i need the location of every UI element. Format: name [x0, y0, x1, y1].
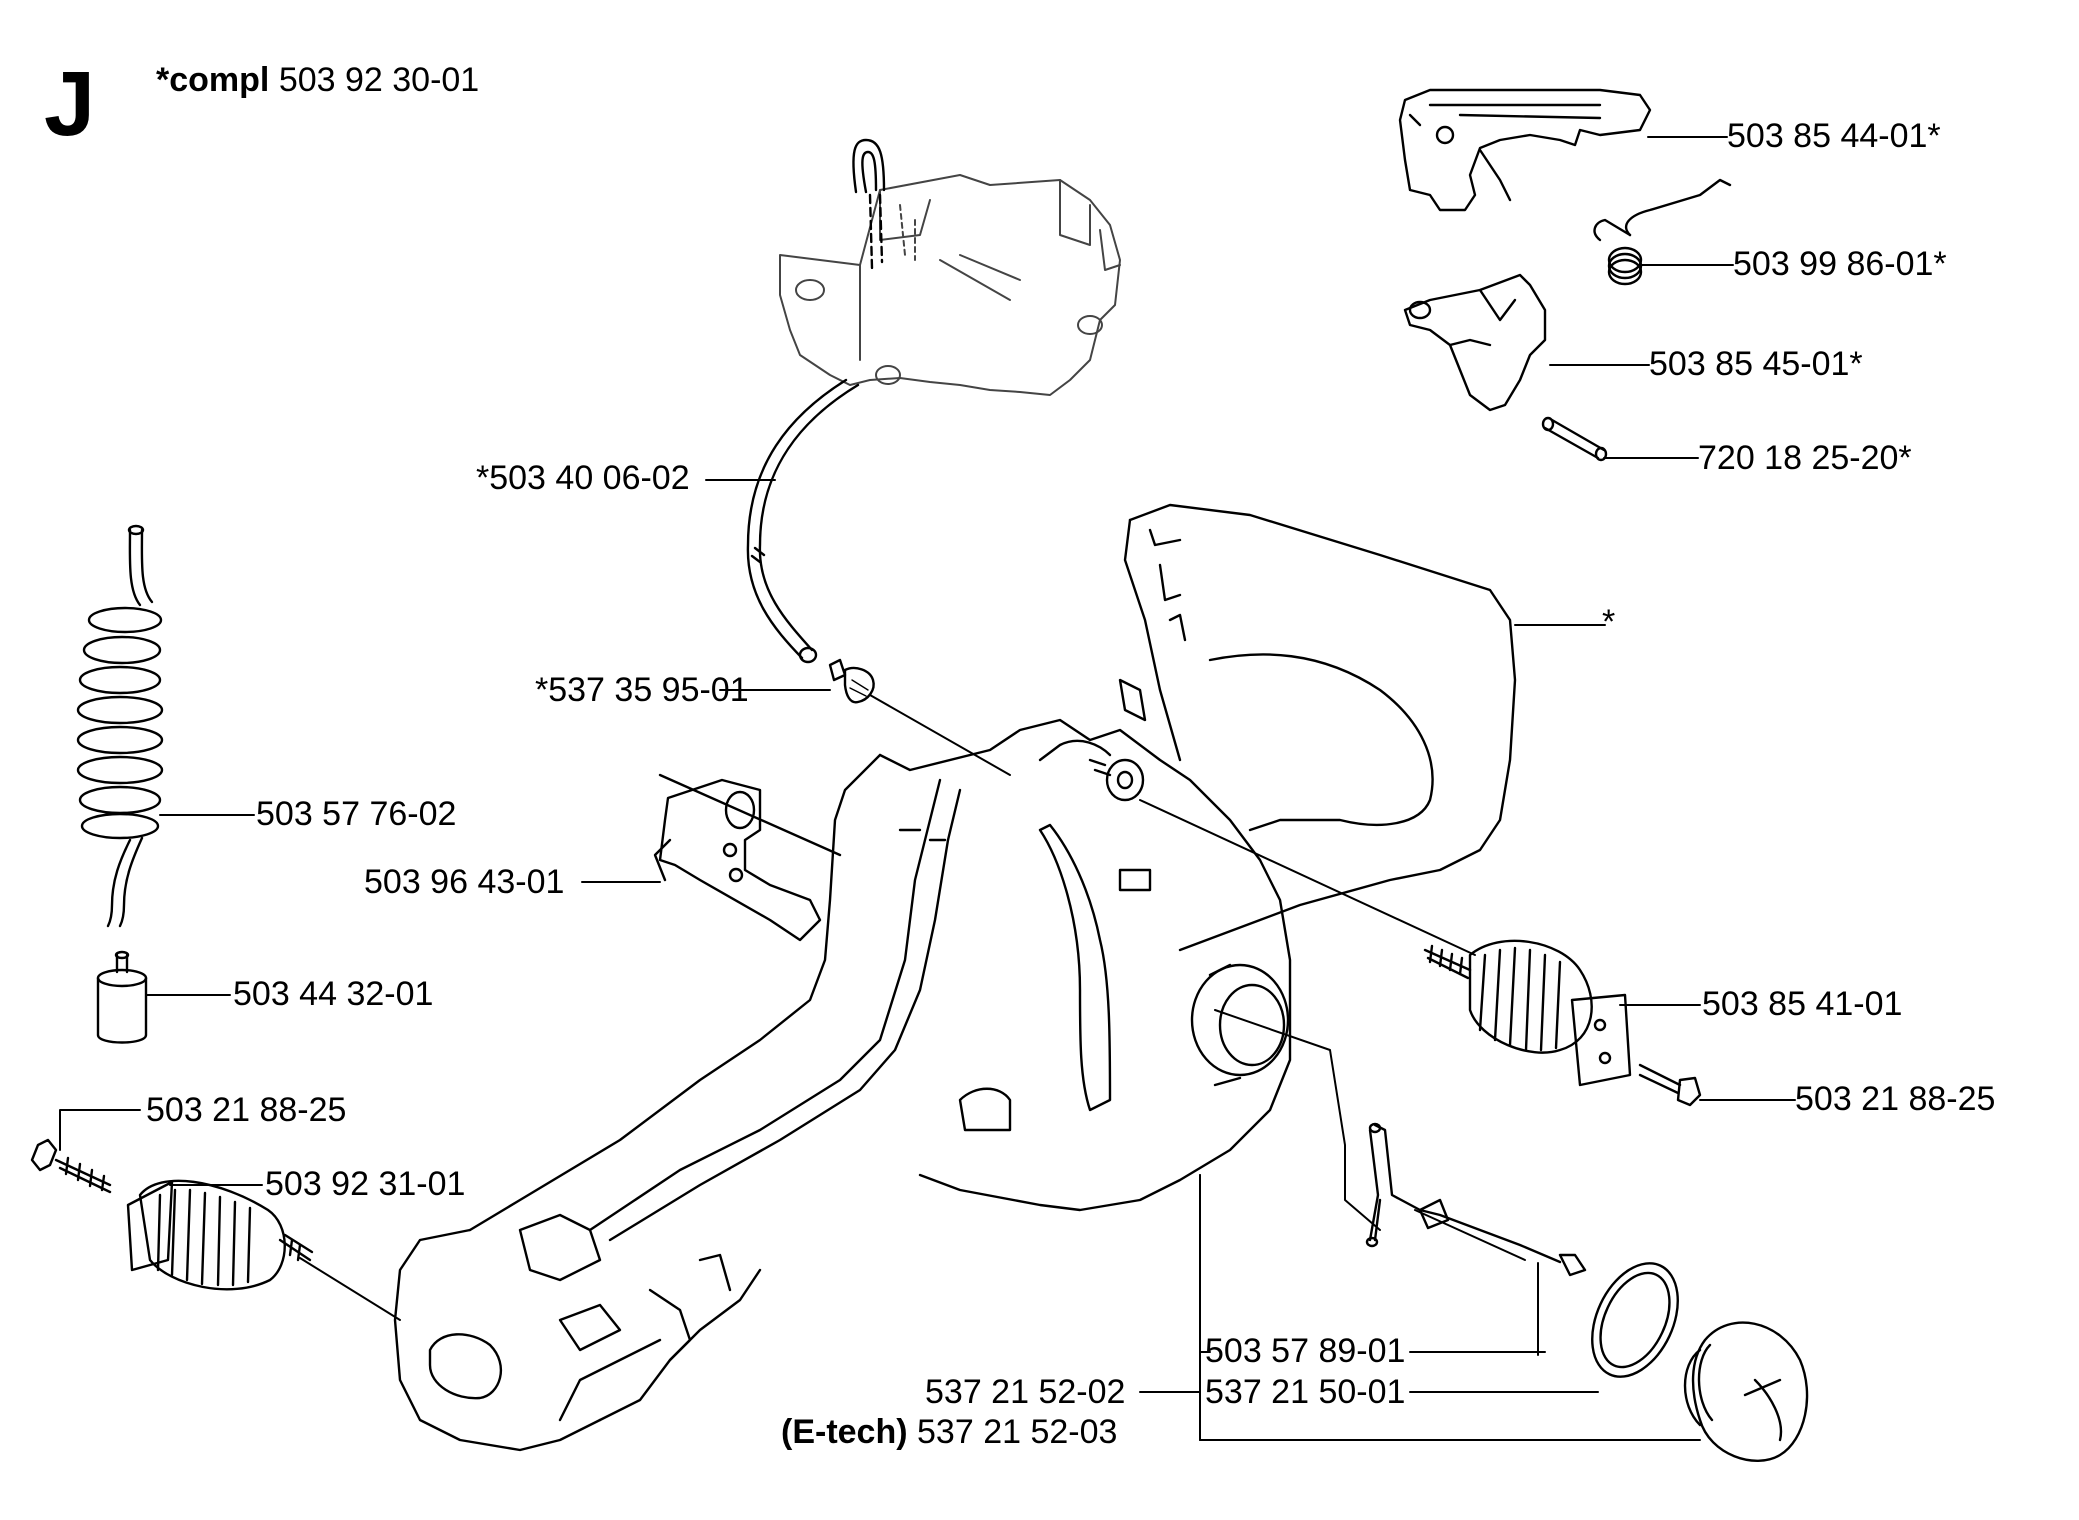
part-label-cap-assy: 537 21 52-02 — [925, 1373, 1126, 1411]
section-letter: J — [44, 53, 96, 155]
part-label-fuel-hose: *503 40 06-02 — [476, 459, 690, 497]
fuel-filter-illustration — [96, 950, 148, 1044]
cap-etech-number: 537 21 52-03 — [917, 1413, 1118, 1451]
fuel-cap-strap-illustration — [1365, 1122, 1587, 1277]
part-label-cap-etech: (E-tech) 537 21 52-03 — [781, 1414, 1117, 1450]
part-label-pin: 720 18 25-20* — [1698, 439, 1912, 477]
part-label-small-filter: *537 35 95-01 — [535, 671, 749, 709]
part-label-guard-block: 503 96 43-01 — [364, 863, 565, 901]
kit-label: *compl 503 92 30-01 — [156, 62, 479, 98]
part-label-coiled-hose: 503 57 76-02 — [256, 795, 457, 833]
part-label-cap-strap: 503 57 89-01 — [1205, 1332, 1406, 1370]
part-label-screw-left: 503 21 88-25 — [146, 1091, 347, 1129]
coiled-hose-illustration — [76, 524, 164, 928]
small-filter-illustration — [828, 658, 875, 704]
guard-block-illustration — [653, 773, 842, 942]
cover-top-illustration — [1398, 88, 1652, 212]
part-label-cover-top: 503 85 44-01* — [1727, 117, 1941, 155]
pin-illustration — [1541, 416, 1608, 462]
kit-prefix: *compl — [156, 61, 270, 99]
part-label-cap-seal: 537 21 50-01 — [1205, 1373, 1406, 1411]
trigger-illustration — [1403, 273, 1547, 412]
fuel-hose-illustration — [746, 378, 860, 664]
part-label-trigger: 503 85 45-01* — [1649, 345, 1863, 383]
part-label-handle: * — [1602, 603, 1616, 641]
cap-etech-prefix: (E-tech) — [781, 1413, 908, 1451]
fuel-cap-seal-illustration — [1591, 1262, 1679, 1378]
rear-handle-tank-illustration — [393, 503, 1517, 1452]
right-av-spring-illustration — [1423, 939, 1702, 1107]
part-label-av-spring-right: 503 85 41-01 — [1702, 985, 1903, 1023]
part-label-screw-right: 503 21 88-25 — [1795, 1080, 1996, 1118]
left-av-spring-illustration — [30, 1138, 314, 1291]
tank-bracket-illustration — [779, 174, 1121, 396]
kit-number: 503 92 30-01 — [278, 61, 480, 99]
part-label-av-spring-left: 503 92 31-01 — [265, 1165, 466, 1203]
fuel-cap-illustration — [1683, 1321, 1809, 1462]
part-label-fuel-filter: 503 44 32-01 — [233, 975, 434, 1013]
spring-small-illustration — [1593, 178, 1732, 286]
leader-lines — [59, 136, 1796, 1441]
part-label-spring-small: 503 99 86-01* — [1733, 245, 1947, 283]
pickup-tube-illustration — [852, 138, 886, 270]
